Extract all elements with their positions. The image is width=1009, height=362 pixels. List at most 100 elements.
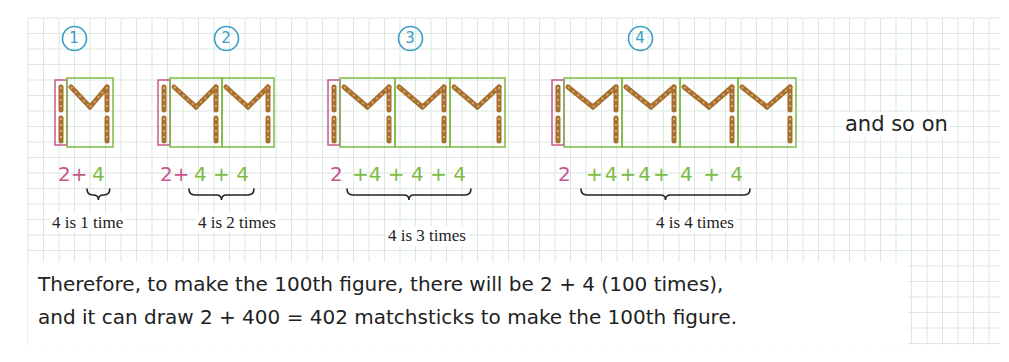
matchstick [105, 87, 110, 110]
matchstick [742, 87, 767, 107]
conclusion-text: Therefore, to make the 100th figure, the… [36, 272, 725, 296]
matchstick-grain [731, 118, 733, 141]
matchstick-grain [333, 118, 335, 141]
matchstick-grain [684, 87, 709, 107]
matchstick-grain [767, 87, 790, 107]
count-note: 4 is 2 times [196, 213, 278, 233]
matchstick [672, 118, 677, 141]
matchstick [162, 118, 167, 141]
repeat-unit-box [395, 78, 450, 147]
matchstick [399, 87, 423, 107]
repeat-unit-box [170, 78, 222, 147]
grid-line [28, 250, 1000, 251]
matchstick-grain [399, 87, 423, 107]
figure-number-circle: 3 [397, 25, 424, 52]
repeat-terms: +4+4+ 4 + 4 [584, 162, 747, 186]
matchstick-figure [552, 78, 796, 147]
matchstick-grain [163, 118, 165, 141]
matchstick-grain [789, 87, 791, 110]
figure-number: 1 [61, 25, 88, 48]
repeat-unit-box [340, 78, 395, 147]
matchstick-grain [344, 87, 368, 107]
grid-line [28, 64, 1000, 65]
matchstick [684, 87, 709, 107]
matchstick [266, 87, 271, 110]
matchstick-grain [215, 118, 217, 141]
matchstick-grain [454, 87, 478, 107]
matchstick [105, 118, 110, 141]
repeat-unit-box [450, 78, 505, 147]
matchstick-grain [267, 87, 269, 110]
repeat-unit-box [738, 78, 796, 147]
matchstick [709, 87, 732, 107]
count-note: 4 is 3 times [386, 226, 468, 246]
matchstick [556, 87, 561, 110]
matchstick [344, 87, 368, 107]
matchstick-grain [215, 87, 217, 110]
grid-line [28, 235, 1000, 236]
underbrace [87, 189, 110, 200]
underbrace [189, 189, 254, 200]
grid-line [28, 18, 1000, 19]
matchstick-grain [498, 118, 500, 141]
continuation-note: and so on [843, 112, 950, 137]
repeat-unit-box [622, 78, 680, 147]
start-term: 2+ [158, 162, 191, 186]
count-note: 4 is 4 times [654, 213, 736, 233]
matchstick [614, 118, 619, 141]
first-stick-box [328, 80, 340, 145]
matchstick [162, 87, 167, 110]
matchstick [788, 118, 793, 141]
matchstick [454, 87, 478, 107]
count-note: 4 is 1 time [50, 213, 125, 233]
repeat-terms: 4 + 4 [192, 162, 251, 186]
grid-line [28, 49, 1000, 50]
matchstick [442, 118, 447, 141]
repeat-unit-box [564, 78, 622, 147]
matchstick [730, 87, 735, 110]
repeat-unit-box [67, 78, 113, 147]
grid-line [911, 18, 912, 345]
matchstick [248, 87, 268, 107]
first-stick-box [158, 80, 170, 145]
matchstick-grain [267, 118, 269, 141]
matchstick-grain [388, 118, 390, 141]
matchstick-figures [55, 78, 796, 147]
underbrace [581, 189, 750, 200]
matchstick [767, 87, 790, 107]
matchstick [497, 87, 502, 110]
matchstick-grain [60, 118, 62, 141]
figure-number-circle: 4 [627, 25, 654, 52]
matchstick [423, 87, 445, 107]
matchstick-grain [709, 87, 732, 107]
matchstick-grain [443, 118, 445, 141]
matchstick [59, 87, 64, 110]
grid-line [28, 95, 1000, 96]
matchstick [442, 87, 447, 110]
matchstick-grain [90, 87, 107, 107]
start-term: 2 [556, 162, 573, 186]
matchstick [672, 87, 677, 110]
matchstick [196, 87, 216, 107]
matchstick-grain [71, 87, 90, 107]
matchstick-grain [731, 87, 733, 110]
matchstick-figure [328, 78, 505, 147]
grid-line [989, 18, 990, 345]
matchstick-grain [673, 118, 675, 141]
matchstick-grain [742, 87, 767, 107]
matchstick [651, 87, 674, 107]
grid-paper [28, 18, 1000, 345]
grid-line [28, 142, 1000, 143]
repeat-terms: +4 + 4 + 4 [350, 162, 468, 186]
matchstick-grain [626, 87, 651, 107]
repeat-unit-box [222, 78, 274, 147]
matchstick-grain [651, 87, 674, 107]
matchstick-grain [106, 87, 108, 110]
start-term: 2 [328, 162, 345, 186]
matchstick [332, 118, 337, 141]
matchstick [266, 118, 271, 141]
matchstick [214, 87, 219, 110]
matchstick [568, 87, 593, 107]
